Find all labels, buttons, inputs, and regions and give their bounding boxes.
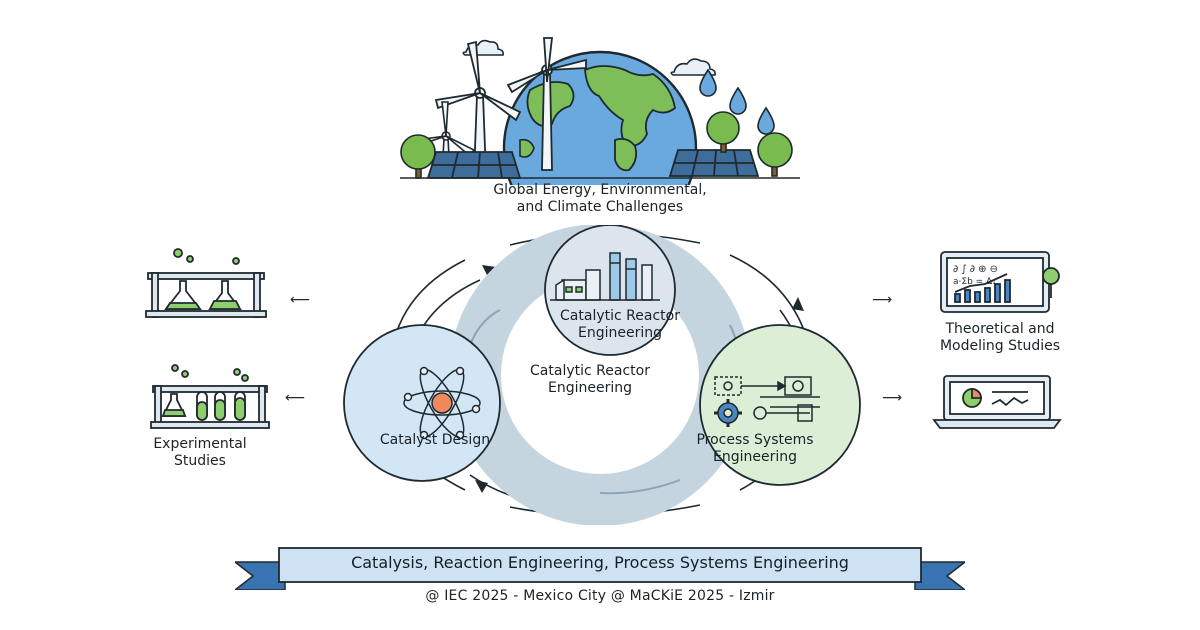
wind-turbine-icon — [506, 37, 587, 171]
node-catalytic-reactor-engineering — [544, 225, 676, 356]
experimental-studies-line-1: Experimental — [153, 436, 247, 452]
experimental-studies-line-2: Studies — [174, 453, 226, 469]
arrow-head — [792, 297, 804, 311]
right-node-label: Process Systems Engineering — [660, 432, 850, 466]
center-hub-label-line-1: Catalytic Reactor — [530, 363, 650, 379]
arrow-right-icon: ⟶ — [882, 390, 903, 406]
svg-text:a·Σb = Δ₁: a·Σb = Δ₁ — [953, 277, 996, 287]
test-tube-rack-icon — [150, 364, 270, 429]
gear-icon — [714, 399, 742, 427]
left-node-label: Catalyst Design — [379, 432, 491, 448]
node-catalyst-design-disc — [343, 324, 501, 482]
solar-panel-icon — [668, 149, 760, 177]
node-process-systems-engineering — [699, 324, 861, 486]
water-drop-icon — [699, 68, 775, 135]
process-cycle-diagram — [343, 225, 861, 525]
tree-icon — [706, 111, 740, 153]
top-node-label: Catalytic Reactor Engineering — [520, 308, 720, 342]
process-flow-icon — [714, 376, 820, 408]
global-challenges-title: Global Energy, Environmental, and Climat… — [420, 182, 780, 216]
conference-footer: @ IEC 2025 - Mexico City @ MaCKiE 2025 -… — [425, 588, 775, 604]
modeling-board-icon: ∂ ∫ ∂ ⊕ ⊖ a·Σb = Δ₁ — [940, 251, 1060, 313]
cloud-icon — [670, 58, 716, 76]
laptop-icon — [932, 375, 1062, 429]
arrow-head — [475, 480, 488, 493]
arrow-head — [482, 265, 496, 277]
ribbon-tail-left — [235, 561, 286, 590]
right-node-label-line-1: Process Systems — [696, 432, 814, 448]
theoretical-studies-line-2: Modeling Studies — [939, 338, 1061, 354]
ribbon-body — [278, 547, 922, 583]
flask-rack-icon — [145, 248, 267, 318]
arrow-left-icon: ⟵ — [290, 292, 311, 308]
title-line-1: Global Energy, Environmental, — [493, 182, 707, 198]
global-challenges-illustration — [400, 37, 800, 185]
experimental-studies-label: Experimental Studies — [125, 436, 275, 470]
theoretical-studies-line-1: Theoretical and — [945, 321, 1055, 337]
svg-text:∂ ∫ ∂ ⊕ ⊖: ∂ ∫ ∂ ⊕ ⊖ — [953, 264, 998, 275]
ribbon-banner — [235, 547, 965, 590]
atom-molecule-icon — [403, 366, 481, 440]
top-node-label-line-1: Catalytic Reactor — [560, 308, 680, 324]
title-line-2: and Climate Challenges — [516, 199, 684, 215]
tree-icon — [757, 132, 793, 177]
top-node-label-line-2: Engineering — [578, 325, 662, 341]
theoretical-studies-label: Theoretical and Modeling Studies — [915, 321, 1085, 355]
right-node-label-line-2: Engineering — [713, 449, 797, 465]
arrow-right-icon: ⟶ — [872, 292, 893, 308]
banner-title: Catalysis, Reaction Engineering, Process… — [351, 553, 849, 572]
ribbon-tail-right — [914, 561, 965, 590]
earth-globe-icon — [502, 50, 698, 185]
factory-icon — [550, 252, 660, 301]
valve-icon — [753, 404, 813, 422]
center-hub-label: Catalytic Reactor Engineering — [490, 363, 690, 397]
solar-panel-icon — [426, 151, 522, 179]
center-hub-label-line-2: Engineering — [548, 380, 632, 396]
arrow-left-icon: ⟵ — [285, 390, 306, 406]
